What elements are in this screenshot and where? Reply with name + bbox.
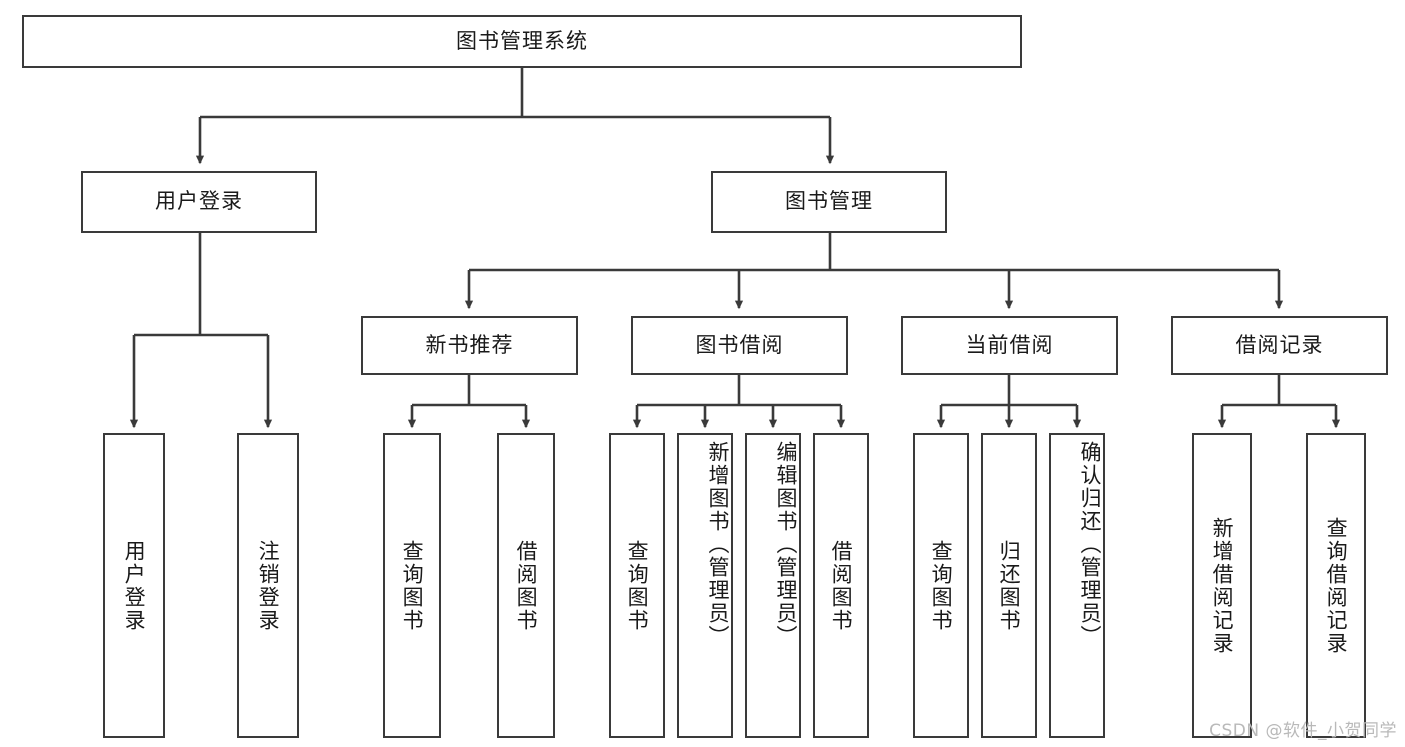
node-label: 查询图书 (400, 539, 425, 632)
node-label: 查询图书 (625, 539, 650, 632)
node-label: 新增借阅记录 (1210, 516, 1235, 655)
node-label: 图书管理系统 (456, 28, 588, 53)
node-label: 用户登录 (155, 189, 243, 214)
node-label: 确认归还（管理员） (1078, 441, 1102, 648)
leaf-logout-login[interactable]: 注销登录 (237, 433, 299, 738)
node-label: 图书管理 (785, 189, 873, 214)
csdn-watermark: CSDN @软件_小贺同学 (1209, 721, 1397, 741)
leaf-query-book-borrow[interactable]: 查询图书 (609, 433, 665, 738)
leaf-add-borrow-record[interactable]: 新增借阅记录 (1192, 433, 1252, 738)
node-label: 借阅记录 (1235, 332, 1324, 357)
leaf-edit-book[interactable]: 编辑图书（管理员） (745, 433, 801, 738)
leaf-query-book-current[interactable]: 查询图书 (913, 433, 969, 738)
leaf-confirm-return[interactable]: 确认归还（管理员） (1049, 433, 1105, 738)
node-label: 编辑图书（管理员） (774, 441, 798, 648)
node-label: 用户登录 (122, 539, 147, 632)
node-label: 新增图书（管理员） (706, 441, 730, 648)
leaf-add-book[interactable]: 新增图书（管理员） (677, 433, 733, 738)
leaf-borrow-book-borrow[interactable]: 借阅图书 (813, 433, 869, 738)
node-label: 查询图书 (929, 539, 954, 632)
node-label: 当前借阅 (965, 332, 1054, 357)
node-label: 借阅图书 (514, 539, 539, 632)
node-label: 注销登录 (256, 539, 281, 632)
node-borrow-record[interactable]: 借阅记录 (1171, 316, 1388, 375)
node-label: 查询借阅记录 (1324, 516, 1349, 655)
node-label: 图书借阅 (695, 332, 784, 357)
leaf-user-login[interactable]: 用户登录 (103, 433, 165, 738)
node-current-borrow[interactable]: 当前借阅 (901, 316, 1118, 375)
leaf-query-borrow-record[interactable]: 查询借阅记录 (1306, 433, 1366, 738)
node-label: 借阅图书 (829, 539, 854, 632)
node-root-system[interactable]: 图书管理系统 (22, 15, 1022, 68)
node-book-management[interactable]: 图书管理 (711, 171, 947, 233)
node-label: 归还图书 (997, 539, 1022, 632)
node-user-login[interactable]: 用户登录 (81, 171, 317, 233)
leaf-return-book[interactable]: 归还图书 (981, 433, 1037, 738)
node-label: 新书推荐 (425, 332, 514, 357)
node-book-borrow[interactable]: 图书借阅 (631, 316, 848, 375)
leaf-borrow-book-recommend[interactable]: 借阅图书 (497, 433, 555, 738)
leaf-query-book-recommend[interactable]: 查询图书 (383, 433, 441, 738)
node-new-book-recommend[interactable]: 新书推荐 (361, 316, 578, 375)
